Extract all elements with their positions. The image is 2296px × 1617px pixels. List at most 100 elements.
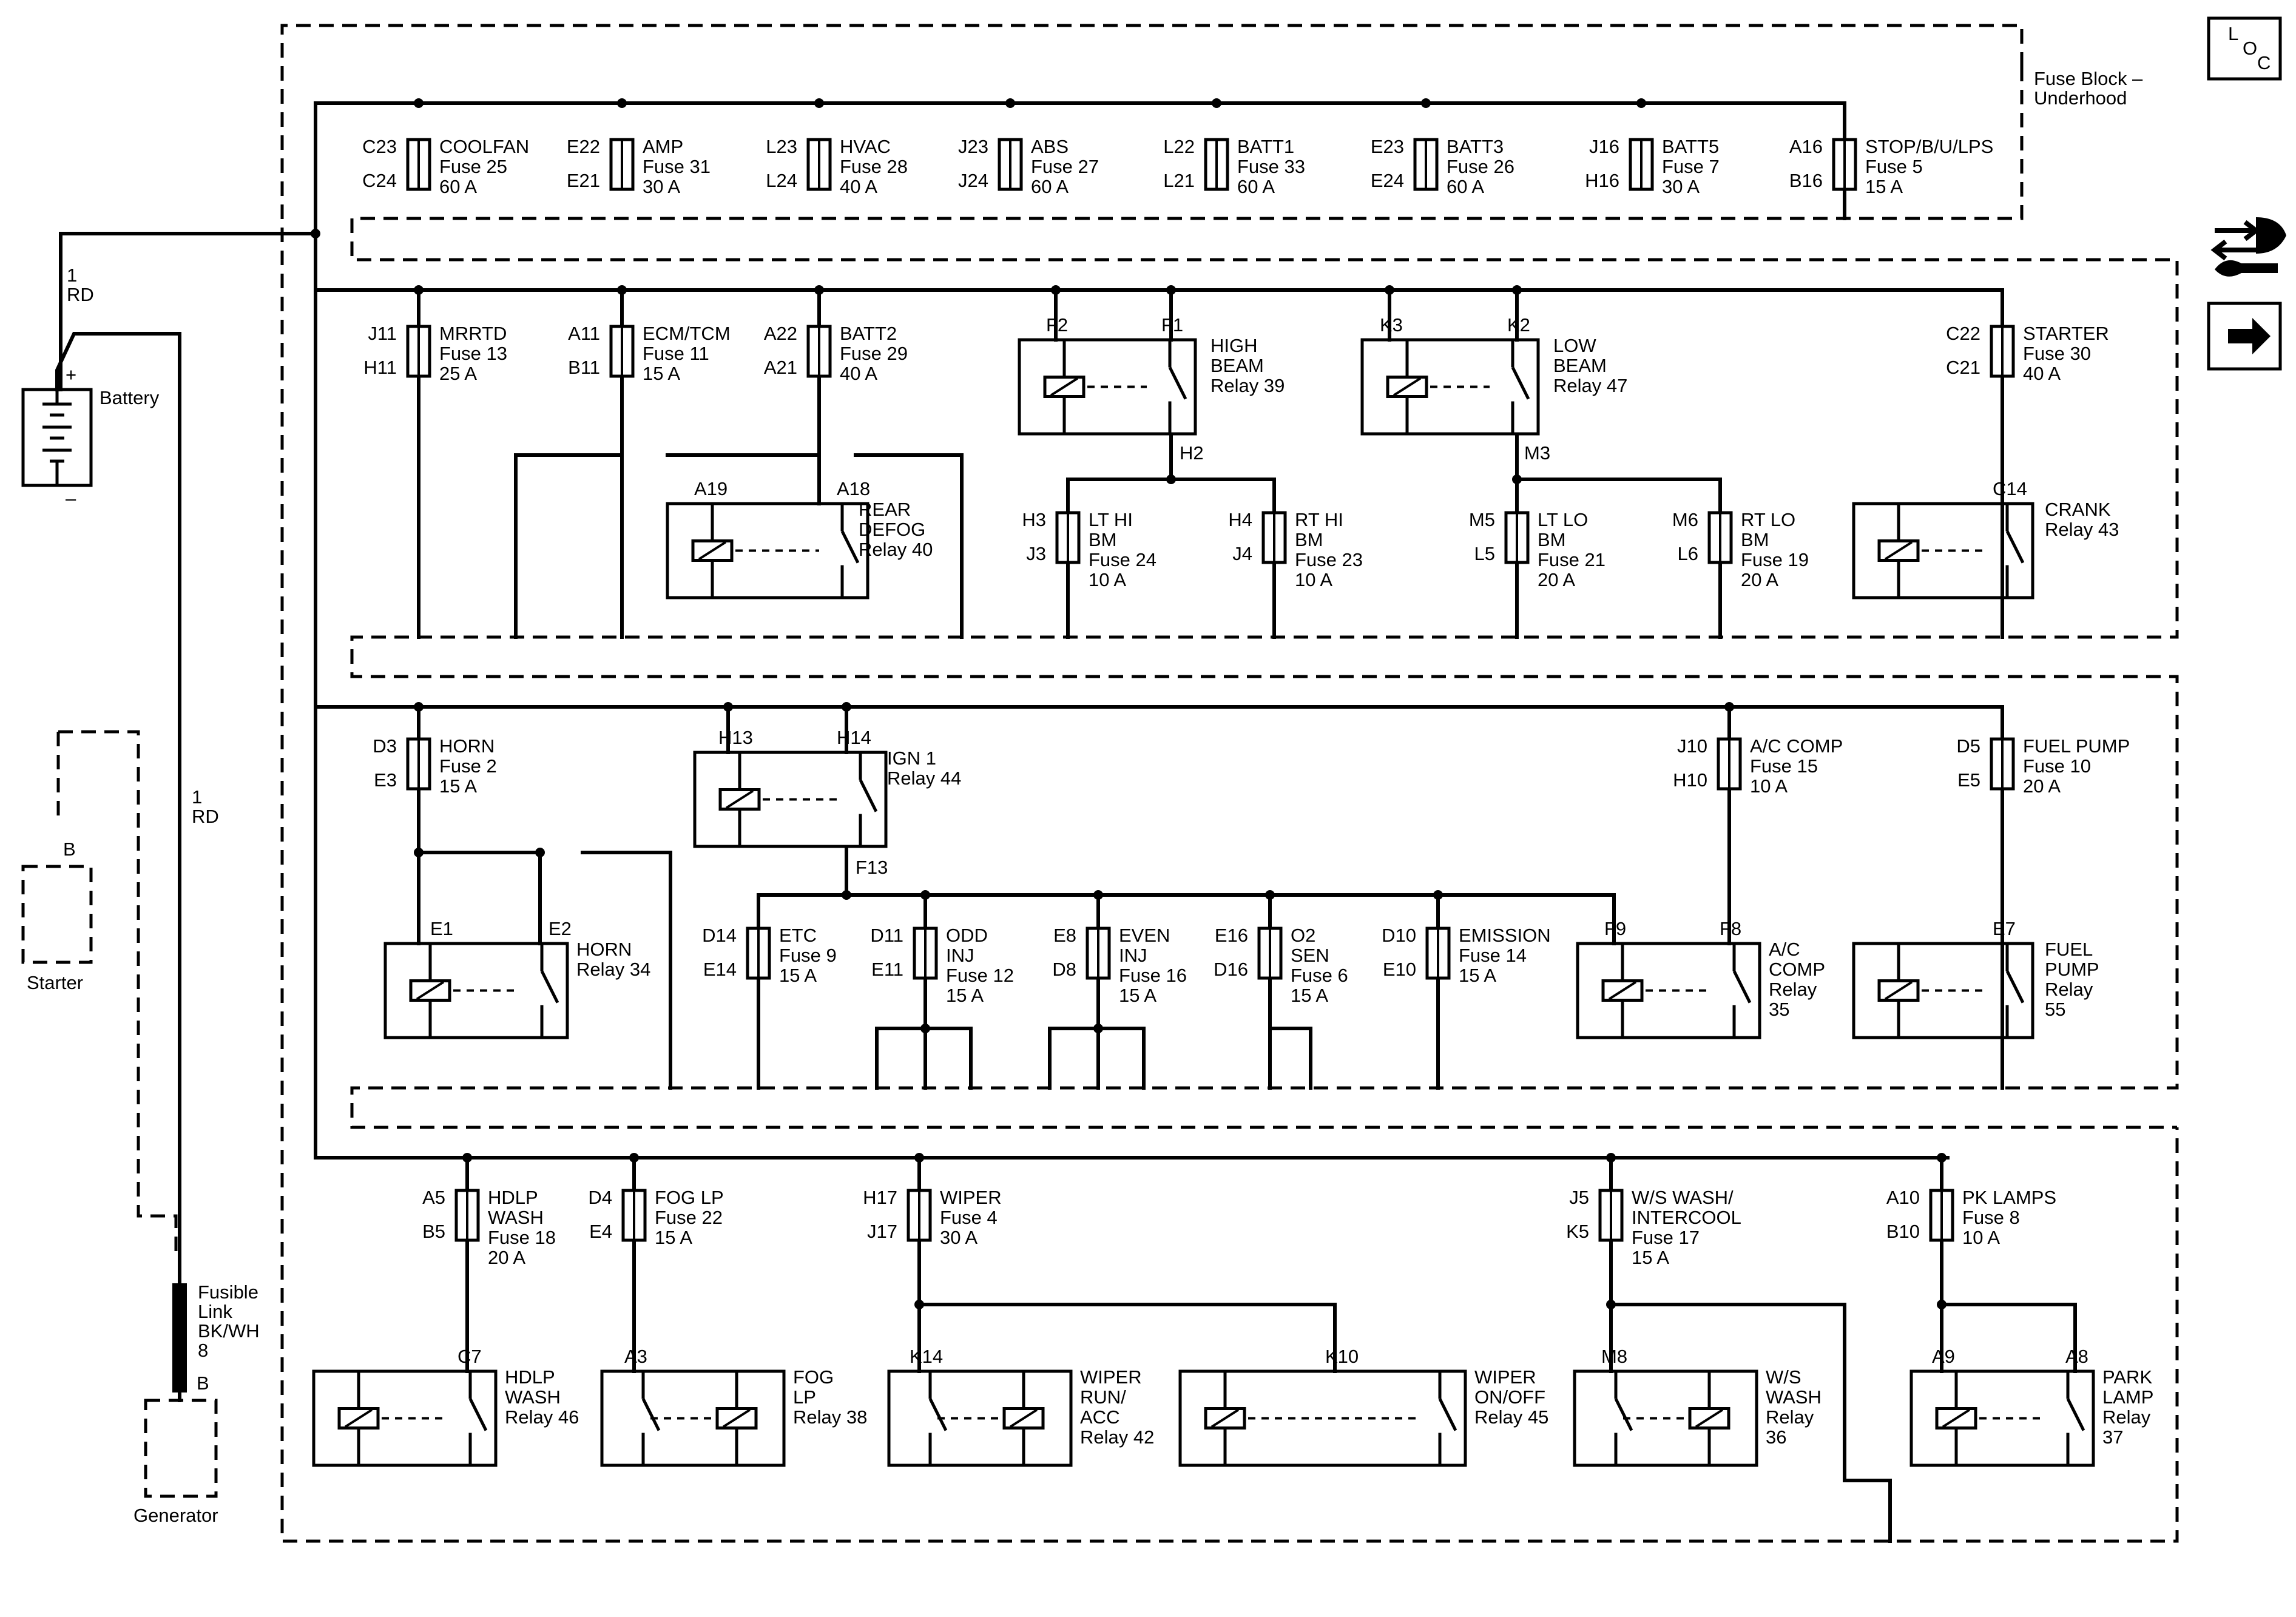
fuse-label: Fuse 5 [1865,156,1923,177]
fuse-label: ODD [946,925,988,946]
loc-icon[interactable]: L O C [2207,16,2282,81]
fuse-label: 20 A [1538,569,1575,590]
fuse-label: BATT5 [1662,136,1719,157]
relay-label: PUMP [2045,959,2099,980]
fuse-pin-top: H4 [1228,509,1252,530]
fuse-label: W/S WASH/ [1632,1187,1734,1208]
fuse-label: COOLFAN [439,136,529,157]
fuse-label: 15 A [655,1227,692,1248]
fuse-label: FOG LP [655,1187,724,1208]
connector-icon[interactable] [2210,217,2286,277]
relay-label: BEAM [1553,355,1607,376]
fuse-label: WIPER [940,1187,1002,1208]
fuse-label: 15 A [1632,1247,1669,1268]
fuse-label: Fuse 7 [1662,156,1720,177]
relay-pin: F8 [1720,918,1741,939]
fuse-pin-bottom: D8 [1052,959,1076,980]
generator: B Generator [133,1372,218,1526]
fuse-label: MRRTD [439,323,507,344]
relay-pin: F1 [1161,314,1183,336]
fuse-pin-top: D4 [588,1187,612,1208]
fuse-label: Fuse 31 [643,156,711,177]
fuse-label: LT HI [1089,509,1133,530]
circuit-wiring [417,288,2077,1543]
relay-pin: K2 [1507,314,1530,336]
relay-label: W/S [1766,1366,1801,1388]
starter-label: Starter [27,972,83,993]
fuse-label: Fuse 25 [439,156,507,177]
arrow-right-icon[interactable] [2207,302,2282,371]
fuse-label: Fuse 13 [439,343,507,364]
fuse-label: INJ [1119,945,1147,966]
fuse-pin-top: A22 [764,323,797,344]
fuse-label: 15 A [1119,985,1156,1006]
relay-label: Relay 43 [2045,519,2119,540]
fuse-label: ABS [1031,136,1069,157]
relay-label: FUEL [2045,939,2093,960]
relay-label: Relay [1769,979,1817,1000]
relay-label: Relay 34 [576,959,650,980]
fuse-pin-bottom: J3 [1026,543,1046,564]
fuse-label: Fuse 17 [1632,1227,1700,1248]
splice-dots [311,98,1947,1309]
fuse-pin-bottom: E21 [567,170,600,191]
fuse-pin-top: D5 [1956,735,1980,757]
fuse-pin-bottom: L24 [766,170,797,191]
fuse-pin-bottom: K5 [1566,1221,1589,1242]
fuse-label: Fuse 11 [643,343,709,364]
fuse-pin-bottom: J24 [958,170,988,191]
fuse-label: HDLP [488,1187,538,1208]
fuse-pin-top: D3 [373,735,397,757]
fuse-label: Fuse 16 [1119,965,1187,986]
fuse-label: 15 A [1865,176,1903,197]
relay-pin: A18 [837,478,870,499]
starter-terminal: B [63,839,76,860]
svg-text:Link: Link [198,1301,232,1322]
svg-text:C: C [2257,52,2271,73]
fuse-pin-bottom: H10 [1673,769,1707,791]
fuse-label: Fuse 24 [1089,549,1156,570]
fuse-pin-bottom: B5 [422,1221,445,1242]
fuse-label: Fuse 19 [1741,549,1809,570]
wire-top-gauge: 1 [67,265,77,286]
fuse-pin-bottom: E24 [1371,170,1404,191]
relay-pin: F2 [1046,314,1068,336]
splice-label-h2: H2 [1180,442,1204,464]
relay-pin: K14 [910,1346,943,1367]
fuse-pin-bottom: L6 [1678,543,1698,564]
fuse-pin-top: C22 [1946,323,1980,344]
relay-label: HDLP [505,1366,555,1388]
fuse-pin-top: L23 [766,136,797,157]
fuse-pin-bottom: C24 [362,170,397,191]
relay-label: Relay 38 [793,1406,867,1428]
relay-label: Relay 47 [1553,375,1627,396]
relay-pin: F9 [1604,918,1626,939]
relay-label: DEFOG [859,519,925,540]
splice-label-m3: M3 [1524,442,1550,464]
fuse-label: 40 A [2023,363,2061,384]
relay-label: WASH [1766,1386,1822,1408]
generator-label: Generator [133,1505,218,1526]
relay-label: PARK [2102,1366,2152,1388]
fuse-label: STOP/B/U/LPS [1865,136,1993,157]
